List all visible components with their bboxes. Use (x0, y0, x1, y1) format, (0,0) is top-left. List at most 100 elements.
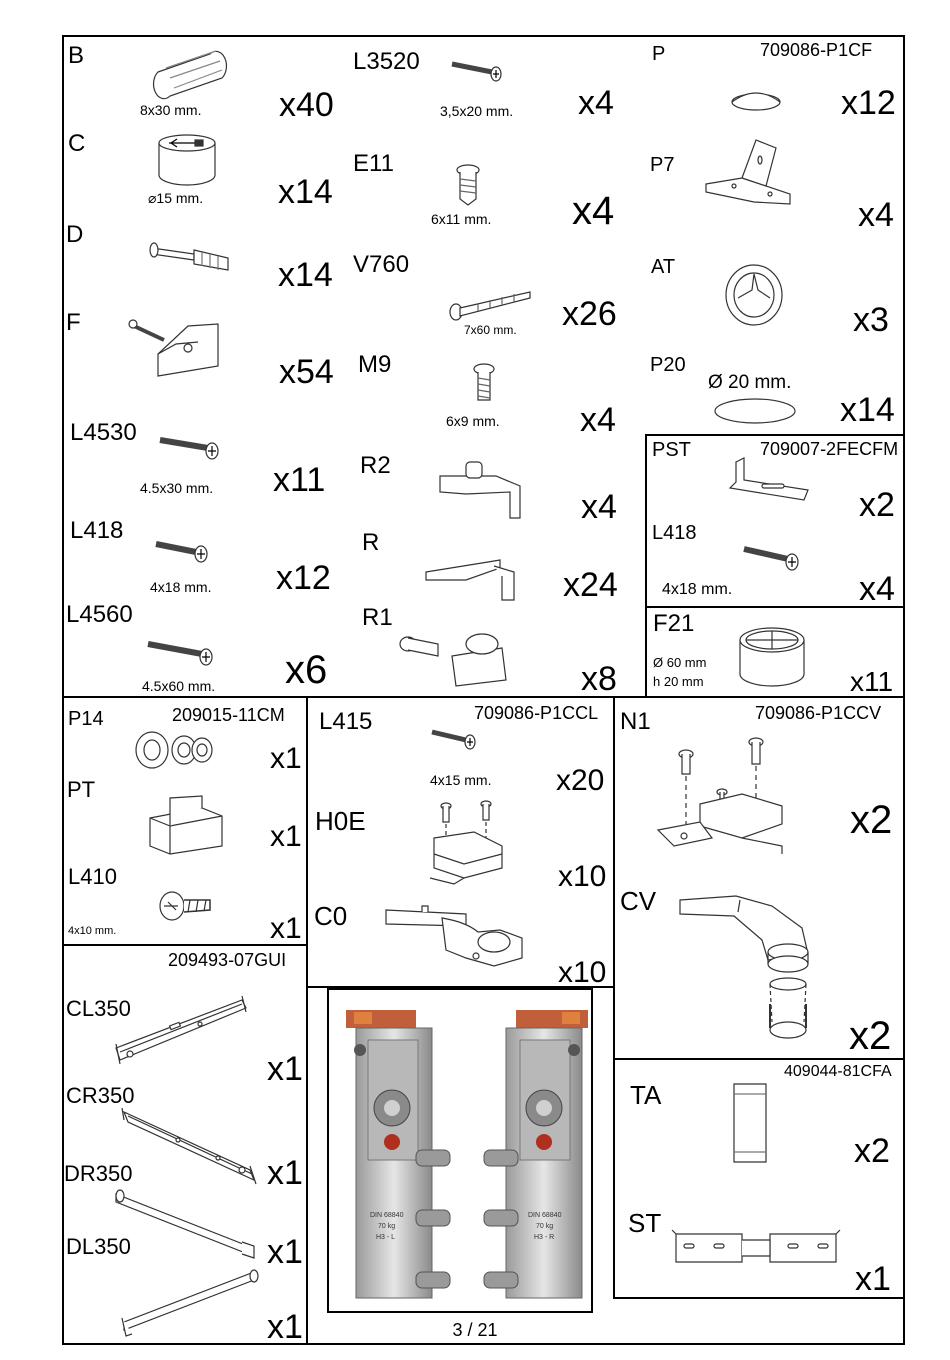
right-hinge-graphic (483, 1010, 588, 1299)
part-size: Ø 20 mm. (708, 372, 792, 393)
part-qty: x10 (558, 956, 607, 989)
part-qty: x1 (270, 742, 302, 775)
spacer-illustration (135, 731, 213, 769)
screw-illustration (159, 891, 211, 921)
disc-illustration (714, 398, 796, 424)
part-qty: x20 (556, 764, 605, 797)
part-code: CL350 (66, 996, 131, 1021)
part-code: L418 (70, 517, 124, 544)
part-code: L418 (652, 522, 697, 544)
part-code: H0E (315, 806, 366, 836)
part-code: PT (67, 777, 96, 802)
part-qty: x2 (854, 1132, 890, 1170)
long-screw-illustration (449, 291, 531, 321)
reference-number: 709007-2FECFM (760, 439, 899, 459)
part-qty: x1 (267, 1308, 303, 1346)
part-size: 4.5x60 mm. (142, 678, 216, 694)
part-code: C (68, 130, 86, 157)
hinge-label-right: 70 kg (536, 1223, 554, 1230)
part-code: L4560 (66, 601, 133, 628)
cover-cap-illustration (731, 92, 781, 111)
screw-and-plate-illustration (128, 319, 219, 377)
hinge-label-left: 70 kg (378, 1223, 396, 1230)
part-code: F (66, 309, 81, 336)
page-number: 3 / 21 (452, 1320, 498, 1340)
clip-hinge-illustration (679, 895, 809, 1039)
part-size: 4x18 mm. (662, 581, 733, 598)
part-code: ST (628, 1208, 662, 1238)
bracket-illustration (728, 457, 809, 501)
part-code: PST (652, 439, 691, 461)
cam-lock-illustration (158, 134, 216, 186)
part-code: D (66, 221, 84, 248)
part-qty: x2 (849, 1014, 892, 1058)
connecting-bolt-illustration (149, 242, 229, 271)
part-qty: x12 (276, 559, 331, 597)
hinge-label-right: DIN 68840 (528, 1212, 562, 1219)
part-size: ⌀15 mm. (148, 190, 204, 206)
screw-illustration (451, 61, 502, 82)
part-code: B (68, 42, 85, 69)
leveling-foot-illustration (739, 627, 805, 687)
drawer-runner-illustration (115, 1189, 255, 1259)
part-code: V760 (353, 251, 410, 278)
slides-box (62, 944, 308, 1345)
part-qty: x1 (267, 1050, 303, 1088)
reference-number: 709086-P1CCV (755, 703, 882, 723)
part-qty: x14 (278, 173, 333, 211)
machine-screw-illustration (473, 363, 495, 401)
shelf-support-illustration (439, 461, 521, 519)
part-size: 6x9 mm. (446, 413, 500, 429)
part-qty: x40 (279, 86, 334, 124)
part-code: TA (630, 1080, 662, 1110)
part-code: P (652, 43, 666, 65)
part-code: CV (620, 886, 657, 916)
part-qty: x54 (279, 353, 334, 391)
part-code: DL350 (66, 1234, 131, 1259)
ta-box (613, 1058, 905, 1299)
screw-illustration (147, 641, 213, 666)
part-qty: x14 (840, 391, 895, 429)
part-qty: x4 (858, 196, 894, 234)
screw-illustration (431, 729, 476, 750)
part-qty: x1 (267, 1154, 303, 1192)
part-qty: x4 (581, 488, 617, 526)
part-qty: x26 (562, 295, 617, 333)
reference-number: 409044-81CFA (784, 1063, 892, 1080)
part-code: R (362, 529, 380, 556)
screw-illustration (743, 546, 799, 571)
part-qty: x3 (853, 301, 889, 339)
part-qty: x4 (580, 401, 616, 439)
reference-number: 709086-P1CCL (474, 703, 599, 723)
drawer-slide-illustration (115, 995, 247, 1065)
part-qty: x1 (855, 1260, 891, 1298)
part-qty: x1 (270, 912, 302, 945)
concealed-hinge-illustration (385, 905, 523, 967)
part-size: 6x11 mm. (431, 211, 492, 227)
part-qty: x1 (267, 1233, 303, 1271)
part-code: L4530 (70, 419, 137, 446)
part-qty: x4 (859, 570, 895, 608)
part-size: h 20 mm (653, 674, 704, 689)
hinge-plate-illustration (429, 800, 503, 885)
drawer-slide-illustration (121, 1107, 257, 1185)
hinge-label-left: DIN 68840 (370, 1212, 404, 1219)
part-qty: x4 (578, 84, 614, 122)
angle-bracket-illustration (705, 139, 791, 205)
part-code: R2 (360, 452, 391, 479)
anti-tip-fitting-illustration (725, 264, 783, 326)
part-qty: x2 (850, 798, 893, 842)
part-code: AT (651, 256, 676, 278)
part-qty: x10 (558, 860, 607, 893)
part-code: L415 (319, 708, 373, 735)
reference-number: 209015-11CM (172, 705, 285, 725)
euro-screw-illustration (456, 164, 480, 206)
part-code: L3520 (353, 48, 420, 75)
part-qty: x11 (850, 666, 894, 697)
part-qty: x2 (859, 486, 895, 524)
cover-block-illustration (733, 1083, 767, 1163)
screw-illustration (155, 541, 208, 563)
part-size: 8x30 mm. (140, 102, 202, 118)
reference-number: 709086-P1CF (760, 40, 873, 60)
screw-illustration (159, 437, 219, 460)
